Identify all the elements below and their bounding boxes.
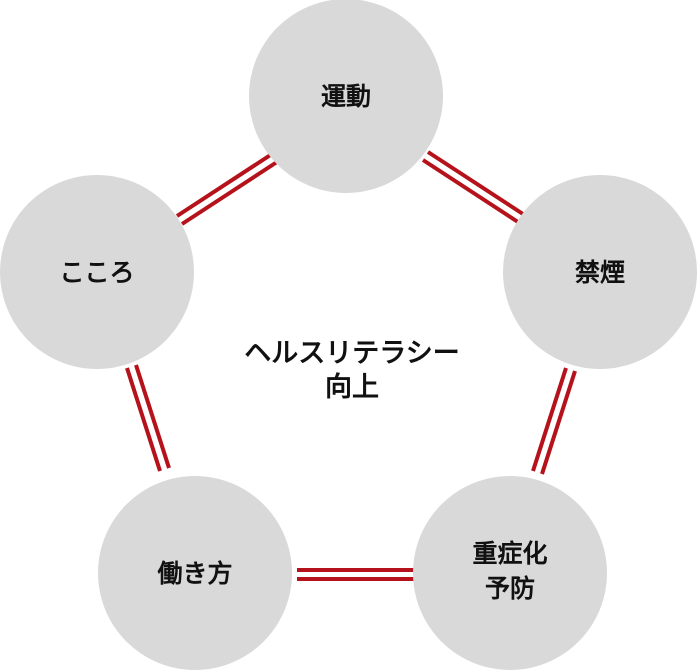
node-circle-working-style	[98, 476, 292, 670]
connector-prevention-workingstyle	[297, 568, 414, 581]
node-circle-severe-prevention	[413, 476, 607, 670]
node-label-severe-prevention-line1: 重症化	[472, 539, 547, 568]
node-circle-no-smoking	[503, 175, 697, 369]
node-label-mind: こころ	[59, 258, 134, 287]
connector-exercise-nosmoking	[421, 150, 528, 226]
connector-nosmoking-prevention	[531, 367, 577, 475]
center-label-line1: ヘルスリテラシー	[244, 338, 459, 369]
node-label-working-style: 働き方	[156, 559, 232, 588]
node-label-severe-prevention-line2: 予防	[485, 574, 535, 603]
node-label-no-smoking: 禁煙	[575, 258, 625, 287]
node-circle-mind	[0, 175, 194, 369]
connector-mind-exercise	[175, 150, 282, 226]
node-label-exercise: 運動	[321, 82, 371, 111]
node-circle-exercise	[249, 0, 443, 193]
center-label-line2: 向上	[325, 371, 379, 403]
connector-workingstyle-mind	[125, 364, 171, 472]
